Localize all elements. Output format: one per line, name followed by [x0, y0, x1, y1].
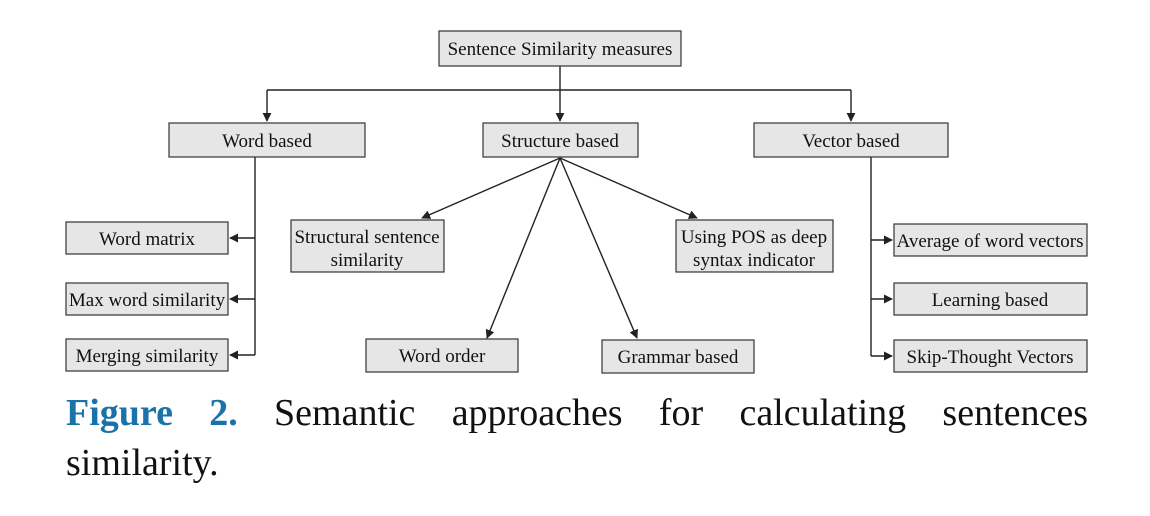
node-vector-based-label: Vector based	[802, 131, 900, 152]
diagram: Sentence Similarity measures Word based …	[65, 30, 1088, 374]
node-using-pos: Using POS as deep syntax indicator	[675, 219, 834, 273]
edge-structure-structural	[421, 157, 561, 219]
node-root: Sentence Similarity measures	[438, 30, 682, 67]
edge-structure-grammar	[559, 157, 638, 339]
node-learning-based: Learning based	[893, 282, 1088, 316]
node-learning-based-label: Learning based	[932, 290, 1049, 311]
node-structural-line-1: Structural sentence	[294, 227, 439, 248]
node-word-matrix: Word matrix	[65, 221, 229, 255]
node-structural-line-2: similarity	[331, 250, 404, 271]
node-structural-sentence-similarity: Structural sentence similarity	[290, 219, 445, 273]
edge-structure-pos	[559, 157, 698, 219]
node-max-word-similarity-label: Max word similarity	[69, 290, 226, 311]
node-grammar-based-label: Grammar based	[618, 347, 739, 368]
node-word-based: Word based	[168, 122, 366, 158]
node-word-order: Word order	[365, 338, 519, 373]
node-skip-thought-vectors-label: Skip-Thought Vectors	[907, 347, 1074, 368]
node-structure-based: Structure based	[482, 122, 639, 158]
node-word-matrix-label: Word matrix	[99, 229, 196, 250]
node-merging-similarity: Merging similarity	[65, 338, 229, 372]
node-average-word-vectors-label: Average of word vectors	[897, 231, 1084, 252]
figure-caption-text: Semantic approaches for calculating sent…	[66, 392, 1089, 484]
node-vector-based: Vector based	[753, 122, 949, 158]
edge-structure-word-order	[485, 157, 561, 339]
node-word-based-label: Word based	[222, 131, 312, 152]
node-average-word-vectors: Average of word vectors	[893, 223, 1088, 257]
node-merging-similarity-label: Merging similarity	[76, 346, 219, 367]
node-pos-line-2: syntax indicator	[693, 250, 816, 271]
figure-caption-label: Figure 2.	[66, 392, 238, 434]
node-grammar-based: Grammar based	[601, 339, 755, 374]
node-skip-thought-vectors: Skip-Thought Vectors	[893, 339, 1088, 373]
node-word-order-label: Word order	[399, 346, 486, 367]
node-pos-line-1: Using POS as deep	[681, 227, 827, 248]
edges	[229, 66, 893, 361]
node-root-label: Sentence Similarity measures	[448, 39, 673, 60]
node-structure-based-label: Structure based	[501, 131, 619, 152]
node-max-word-similarity: Max word similarity	[65, 282, 229, 316]
figure-caption: Figure 2. Semantic approaches for calcul…	[66, 388, 1088, 488]
